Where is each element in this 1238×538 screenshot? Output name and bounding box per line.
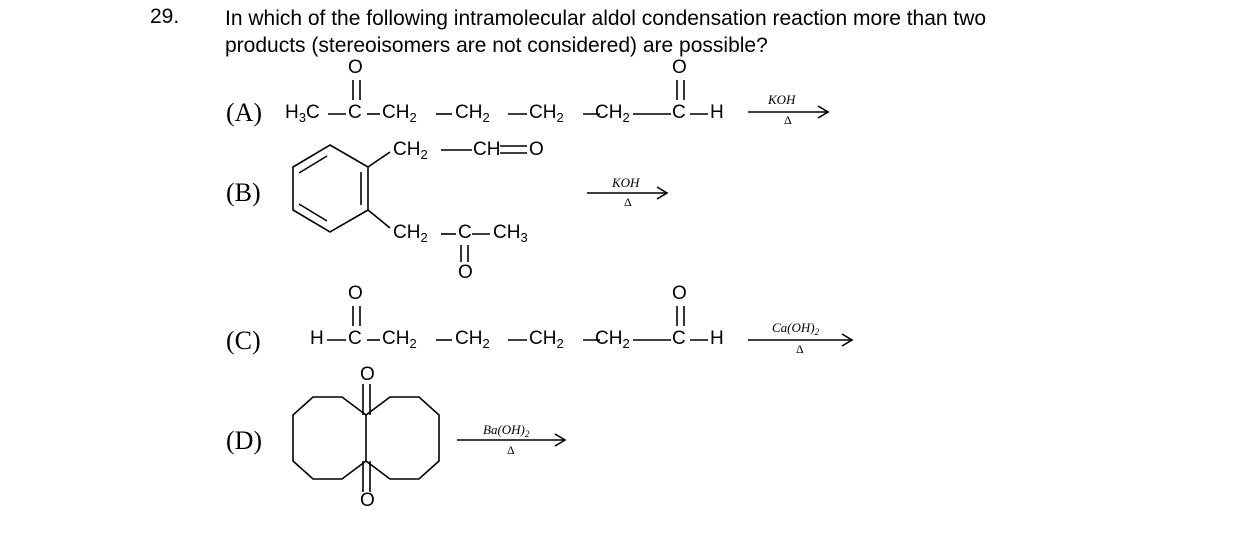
b-ch2-bot-text: CH: [393, 222, 421, 243]
a-ch2-2-text: CH: [455, 102, 483, 123]
c-ch2-1-text: CH: [382, 328, 410, 349]
d-delta: Δ: [507, 443, 515, 457]
question-text: In which of the following intramolecular…: [225, 5, 1125, 59]
a-ch2-1: CH2: [382, 102, 417, 125]
a-c1: C: [348, 102, 362, 123]
b-ch2-bot: CH2: [393, 222, 428, 245]
c-ch2-3-text: CH: [529, 328, 557, 349]
a-o2: O: [672, 57, 687, 78]
option-a-h3c: H3C: [285, 102, 320, 125]
a-ch2-1-sub: 2: [409, 110, 417, 125]
a-ch2-2: CH2: [455, 102, 490, 125]
b-benzene-ring: [292, 144, 369, 233]
c-reagent: Ca(OH)2: [772, 320, 820, 337]
a-o1: O: [348, 57, 363, 78]
b-ring-double-3: [298, 203, 328, 222]
c-ch2-1-sub: 2: [409, 336, 417, 351]
a-h3c-sub: 3: [298, 110, 306, 125]
c-ch2-3: CH2: [529, 328, 564, 351]
b-arrow-head: [656, 186, 669, 200]
d-arrow-head: [554, 433, 567, 447]
a-ch2-3: CH2: [529, 102, 564, 125]
b-ch3-sub: 3: [520, 230, 528, 245]
b-ch2-top: CH2: [393, 139, 428, 162]
a-arrow-head: [817, 105, 830, 119]
a-ch2-3-text: CH: [529, 102, 557, 123]
c-c1: C: [348, 328, 362, 349]
option-d-label: (D): [226, 426, 263, 455]
a-h3c-h: H: [285, 102, 299, 123]
a-ch2-3-sub: 2: [556, 110, 564, 125]
option-b-label: (B): [226, 178, 261, 207]
d-reagent-sub: 2: [524, 429, 530, 439]
c-reagent-sub: 2: [814, 327, 820, 337]
b-ch2-bot-sub: 2: [420, 230, 428, 245]
option-a-label: (A): [226, 98, 263, 127]
b-bond-ring-ch2-top: [367, 151, 391, 168]
c-o2: O: [672, 283, 687, 304]
b-ch: CH: [473, 139, 501, 160]
d-o-top: O: [360, 364, 375, 385]
question-number: 29.: [150, 5, 180, 28]
b-o-aldehyde: O: [529, 139, 544, 160]
a-ch2-1-text: CH: [382, 102, 410, 123]
b-bond-ring-ch2-bot: [367, 209, 391, 229]
a-reagent: KOH: [768, 92, 796, 107]
a-ch2-2-sub: 2: [482, 110, 490, 125]
d-reagent: Ba(OH)2: [483, 422, 530, 439]
b-ch3: CH3: [493, 222, 528, 245]
b-delta: Δ: [624, 195, 632, 209]
c-ch2-2: CH2: [455, 328, 490, 351]
c-ch2-1: CH2: [382, 328, 417, 351]
b-ch2-top-text: CH: [393, 139, 421, 160]
c-ch2-4-text: CH: [595, 328, 623, 349]
c-ch2-3-sub: 2: [556, 336, 564, 351]
c-arrow-head: [841, 333, 854, 347]
a-h: H: [710, 102, 724, 123]
a-ch2-4: CH2: [595, 102, 630, 125]
c-h-right: H: [710, 328, 724, 349]
question-text-line1: In which of the following intramolecular…: [225, 7, 987, 30]
b-ch3-text: CH: [493, 222, 521, 243]
c-o1: O: [348, 283, 363, 304]
c-ch2-4-sub: 2: [622, 336, 630, 351]
b-ch2-top-sub: 2: [420, 147, 428, 162]
d-o-bottom: O: [360, 490, 375, 511]
b-ring-double-1: [298, 155, 328, 174]
c-delta: Δ: [796, 342, 804, 356]
b-reagent: KOH: [612, 175, 640, 190]
a-c2: C: [672, 102, 686, 123]
a-delta: Δ: [784, 113, 792, 127]
c-ch2-2-sub: 2: [482, 336, 490, 351]
a-ch2-4-text: CH: [595, 102, 623, 123]
d-reagent-text: Ba(OH): [483, 422, 525, 437]
c-reagent-text: Ca(OH): [772, 320, 815, 335]
c-ch2-4: CH2: [595, 328, 630, 351]
b-o-ketone: O: [458, 262, 473, 283]
a-ch2-4-sub: 2: [622, 110, 630, 125]
c-ch2-2-text: CH: [455, 328, 483, 349]
b-c: C: [458, 222, 472, 243]
a-h3c-c: C: [305, 102, 320, 123]
question-text-line2: products (stereoisomers are not consider…: [225, 34, 768, 57]
c-h-left: H: [310, 328, 324, 349]
option-c-label: (C): [226, 326, 261, 355]
c-c2: C: [672, 328, 686, 349]
